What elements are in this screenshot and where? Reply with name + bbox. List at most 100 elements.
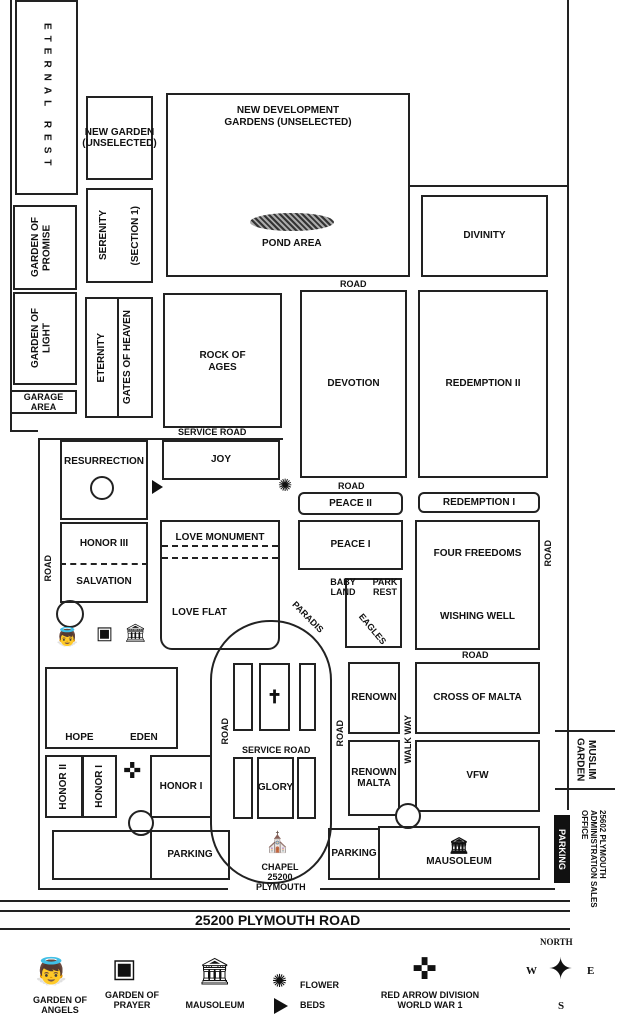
label: BABY LAND [330, 577, 356, 597]
flower-icon: ✺ [278, 476, 293, 495]
label: NEW GARDEN (UNSELECTED) [82, 126, 157, 150]
section-honor-i-west[interactable]: HONOR I [82, 755, 117, 818]
section-honor-iii[interactable]: HONOR III [60, 522, 148, 565]
section-eternal-rest[interactable]: ETERNAL REST [15, 0, 78, 195]
road-line [410, 185, 567, 187]
garden-of-prayer-icon: ▣ [112, 953, 137, 983]
statue-plot[interactable]: ✝ [259, 663, 290, 731]
label: HOPE [65, 731, 94, 743]
section-joy[interactable]: JOY [162, 440, 280, 480]
label: PARKING [557, 828, 568, 870]
label: (SECTION 1) [129, 205, 141, 266]
label: SERENITY [98, 210, 109, 261]
section-eagles-block[interactable] [345, 578, 402, 648]
section-cross-of-malta[interactable]: CROSS OF MALTA [415, 662, 540, 734]
label: REDEMPTION I [442, 496, 516, 508]
section-muslim-garden[interactable]: MUSLIM GARDEN [555, 730, 615, 790]
road-label: ROAD [335, 720, 345, 747]
label: MUSLIM GARDEN [574, 738, 598, 782]
plot[interactable] [233, 757, 253, 819]
section-salvation[interactable]: SALVATION [60, 563, 148, 603]
boundary-line [567, 0, 569, 810]
plot[interactable] [233, 663, 253, 731]
parking-side[interactable]: PARKING [554, 815, 570, 883]
section-honor-ii[interactable]: HONOR II [45, 755, 83, 818]
red-arrow-icon: ✜ [412, 953, 438, 986]
pond-icon [250, 213, 334, 231]
section-devotion[interactable]: DEVOTION [300, 290, 407, 478]
road-label: ROAD [543, 540, 553, 567]
section-new-garden[interactable]: NEW GARDEN (UNSELECTED) [82, 96, 157, 180]
legend-mausoleum-label: MAUSOLEUM [185, 1000, 245, 1010]
parking-lot-west[interactable]: PARKING [150, 830, 230, 880]
label: LOVE FLAT [172, 607, 227, 618]
road-edge [0, 900, 570, 902]
section-rock-of-ages[interactable]: ROCK OF AGES [163, 293, 282, 428]
boundary-line [38, 440, 40, 890]
section-resurrection[interactable]: RESURRECTION [60, 440, 148, 520]
section-garden-of-light[interactable]: GARDEN OF LIGHT [13, 292, 77, 385]
parking-lot-east[interactable]: PARKING [328, 828, 380, 880]
road-label: ROAD [338, 481, 365, 491]
chapel-icon: ⛪ [265, 832, 290, 854]
label: PARK REST [372, 577, 398, 597]
pond-label: POND AREA [262, 238, 322, 249]
legend-red-arrow-label: RED ARROW DIVISION WORLD WAR 1 [380, 990, 480, 1010]
beds-icon [274, 998, 288, 1014]
mausoleum-icon: 🏛 [198, 956, 232, 986]
label: REDEMPTION II [445, 378, 521, 390]
section-renown[interactable]: RENOWN [348, 662, 400, 734]
section-serenity[interactable]: SERENITY (SECTION 1) [86, 188, 153, 283]
section-peace-i[interactable]: PEACE I [298, 520, 403, 570]
label: GARDEN OF PROMISE [30, 217, 53, 278]
compass-icon: ✦ [548, 953, 574, 986]
section-garden-of-promise[interactable]: GARDEN OF PROMISE [13, 205, 77, 290]
road-label: ROAD [462, 650, 489, 660]
section-honor-i[interactable]: HONOR I [150, 755, 212, 818]
label: HONOR I [159, 780, 203, 792]
section-gates-of-heaven[interactable]: GATES OF HEAVEN [117, 297, 153, 418]
section-vfw[interactable]: VFW [415, 740, 540, 812]
section-renown-malta[interactable]: RENOWN MALTA [348, 740, 400, 816]
plot[interactable] [297, 757, 316, 819]
label: GATES OF HEAVEN [122, 310, 133, 405]
section-peace-ii[interactable]: PEACE II [298, 492, 403, 515]
lot[interactable] [52, 830, 152, 880]
section-redemption-i[interactable]: REDEMPTION I [418, 492, 540, 513]
label: RESURRECTION [63, 456, 144, 467]
label: HONOR II [58, 763, 70, 810]
label: VFW [466, 770, 489, 782]
label: RENOWN [351, 692, 397, 704]
section-new-development-gardens[interactable]: NEW DEVELOPMENT GARDENS (UNSELECTED) [166, 93, 410, 277]
road-label: ROAD [340, 279, 367, 289]
admin-office-label: 25602 PLYMOUTH ADMINISTRATION SALES OFFI… [580, 810, 607, 908]
boundary-line [38, 888, 228, 890]
road-label: ROAD [43, 555, 53, 582]
roundabout [56, 600, 84, 628]
legend-angels-label: GARDEN OF ANGELS [33, 995, 87, 1015]
label: LOVE MONUMENT [175, 532, 265, 543]
section-redemption-ii[interactable]: REDEMPTION II [418, 290, 548, 478]
legend-prayer-label: GARDEN OF PRAYER [105, 990, 159, 1010]
boundary-line [320, 888, 555, 890]
road-label: ROAD [220, 718, 230, 745]
section-glory[interactable]: GLORY [257, 757, 294, 819]
plymouth-road-label: 25200 PLYMOUTH ROAD [195, 912, 361, 928]
plot[interactable] [299, 663, 316, 731]
garden-of-angels-icon: 👼 [56, 627, 79, 647]
statue-icon: ✝ [266, 687, 283, 707]
section-divinity[interactable]: DIVINITY [421, 195, 548, 277]
section-eternity[interactable]: ETERNITY [85, 297, 119, 418]
section-mausoleum[interactable]: 🏛MAUSOLEUM [378, 826, 540, 880]
compass-south: S [558, 1000, 565, 1012]
compass-west: W [526, 965, 537, 977]
section-garage-area[interactable]: GARAGE AREA [10, 390, 77, 414]
label: ETERNITY [96, 332, 108, 383]
boundary-line [10, 0, 12, 430]
red-arrow-icon: ✜ [123, 758, 142, 783]
label: HONOR III [79, 537, 129, 549]
garden-of-prayer-icon: ▣ [96, 623, 114, 643]
